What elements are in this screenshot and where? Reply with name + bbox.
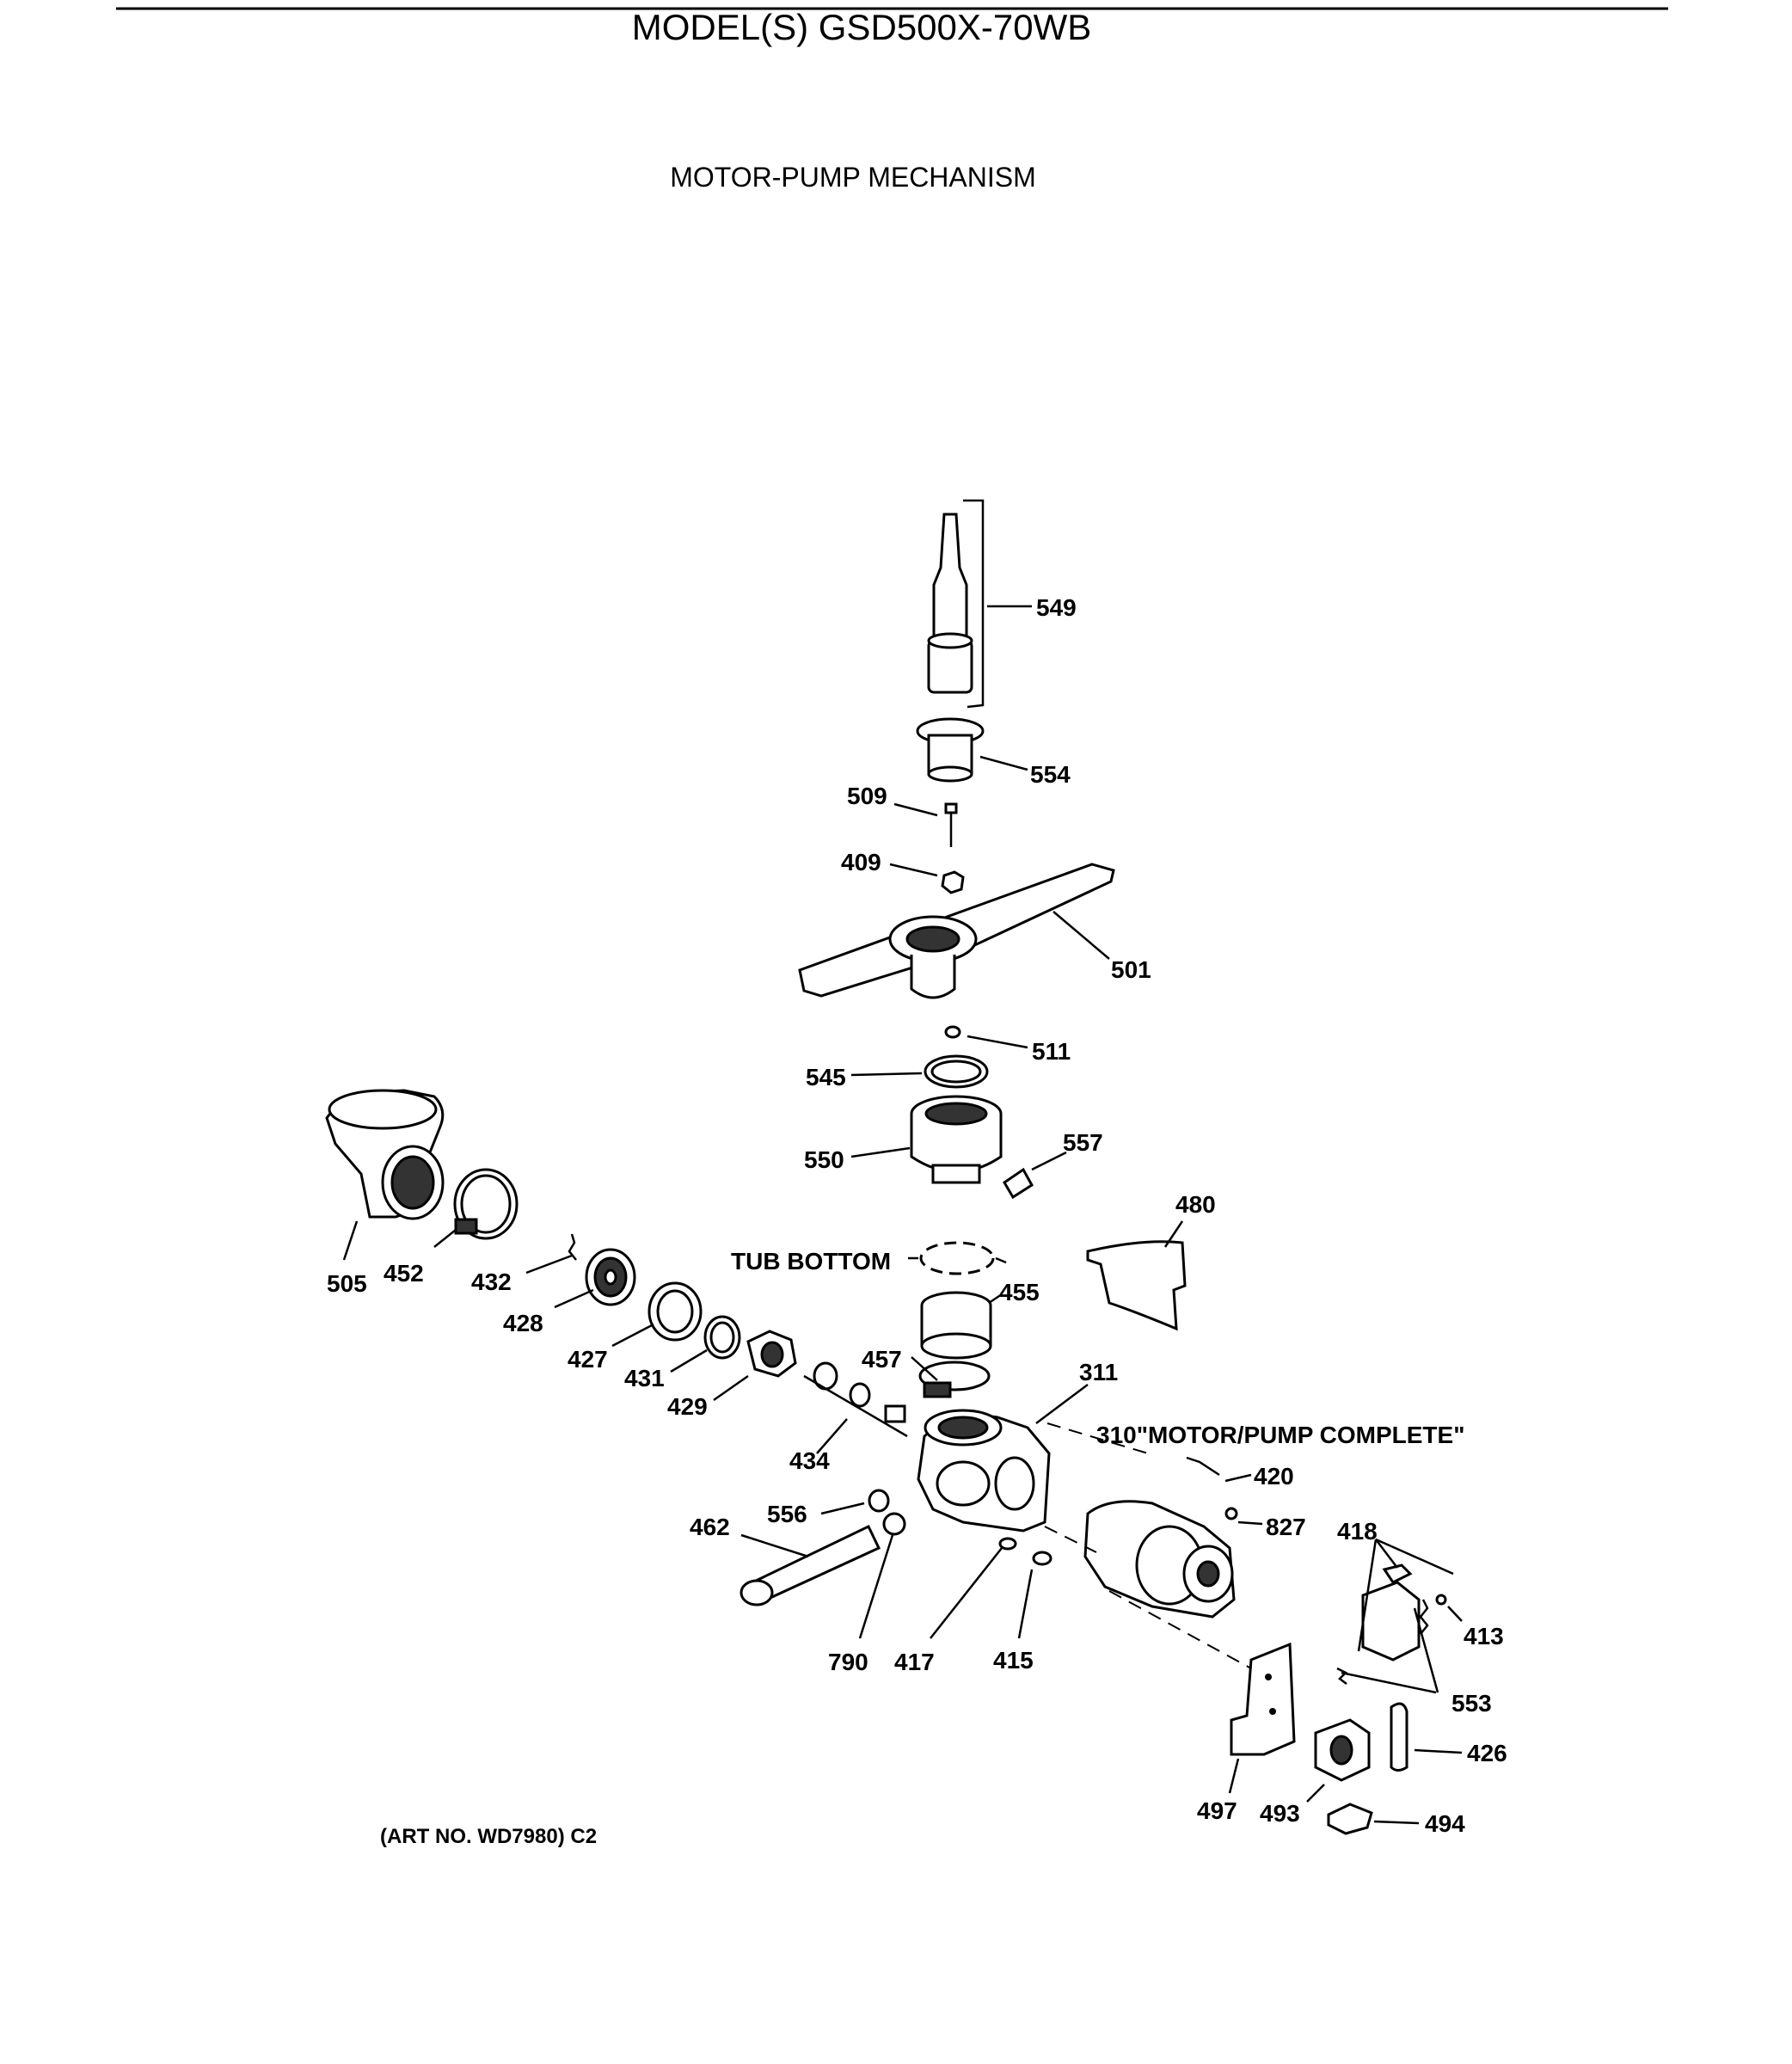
part-545-ring bbox=[850, 1054, 989, 1089]
callout-554: 554 bbox=[1030, 761, 1071, 788]
part-550-filter-housing bbox=[850, 1095, 1003, 1184]
callout-310: 310"MOTOR/PUMP COMPLETE" bbox=[1096, 1422, 1464, 1448]
callout-556: 556 bbox=[767, 1501, 807, 1527]
callout-431: 431 bbox=[624, 1365, 665, 1391]
callout-557: 557 bbox=[1063, 1129, 1103, 1156]
part-549-tube-assembly bbox=[927, 499, 1032, 709]
part-497-bracket bbox=[1228, 1642, 1296, 1794]
callout-452: 452 bbox=[384, 1260, 424, 1287]
callout-457: 457 bbox=[862, 1346, 902, 1373]
callout-311: 311 bbox=[1079, 1359, 1118, 1385]
callout-409: 409 bbox=[841, 849, 881, 875]
part-434-seal-kit bbox=[803, 1361, 908, 1454]
model-title: MODEL(S) GSD500X-70WB bbox=[631, 7, 1092, 47]
callout-434: 434 bbox=[789, 1447, 830, 1474]
part-556-fitting bbox=[820, 1489, 890, 1515]
callout-505: 505 bbox=[327, 1270, 367, 1297]
part-827-terminal bbox=[1224, 1507, 1263, 1526]
part-511-nut bbox=[944, 1025, 1028, 1049]
callout-427: 427 bbox=[568, 1346, 608, 1373]
callout-790: 790 bbox=[828, 1649, 868, 1675]
callout-827: 827 bbox=[1266, 1514, 1306, 1540]
callout-415: 415 bbox=[993, 1647, 1034, 1674]
callout-497: 497 bbox=[1197, 1797, 1237, 1824]
part-501-lower-spray-arm bbox=[798, 863, 1115, 999]
callout-501: 501 bbox=[1111, 956, 1151, 983]
part-310-motor bbox=[1044, 1422, 1252, 1669]
callout-420: 420 bbox=[1254, 1463, 1294, 1490]
part-455-gasket bbox=[920, 1291, 1003, 1360]
part-tub-bottom-ring bbox=[908, 1241, 1007, 1275]
part-493-solenoid bbox=[1306, 1718, 1371, 1803]
part-557-clip bbox=[1002, 1151, 1067, 1200]
part-417-washer bbox=[930, 1537, 1017, 1639]
part-429-impeller bbox=[713, 1330, 797, 1402]
callout-432: 432 bbox=[471, 1268, 512, 1295]
callout-labels: 549 554 509 409 501 511 545 550 557 480 … bbox=[327, 594, 1507, 1837]
callout-462: 462 bbox=[690, 1514, 730, 1540]
part-415-nut bbox=[1017, 1551, 1052, 1639]
callout-493: 493 bbox=[1260, 1800, 1300, 1827]
callout-553: 553 bbox=[1451, 1690, 1492, 1717]
callout-511: 511 bbox=[1032, 1038, 1071, 1065]
callout-429: 429 bbox=[667, 1393, 708, 1420]
part-409-nut bbox=[889, 863, 965, 894]
part-426-pin bbox=[1390, 1702, 1463, 1772]
part-420-wire bbox=[1186, 1456, 1252, 1483]
part-554-bearing bbox=[916, 717, 1028, 783]
callout-550: 550 bbox=[804, 1146, 844, 1173]
callout-418: 418 bbox=[1337, 1518, 1378, 1545]
part-480-shield bbox=[1086, 1220, 1187, 1331]
part-428-impeller bbox=[554, 1248, 636, 1309]
callout-549: 549 bbox=[1036, 594, 1077, 621]
part-457-clamp bbox=[911, 1356, 991, 1398]
part-494-plunger bbox=[1327, 1803, 1420, 1835]
part-427-plate bbox=[611, 1281, 703, 1348]
callout-tub-bottom: TUB BOTTOM bbox=[731, 1248, 891, 1275]
part-790-clamp bbox=[858, 1512, 906, 1639]
callout-426: 426 bbox=[1467, 1740, 1507, 1766]
part-418-switch-assembly bbox=[1336, 1538, 1463, 1694]
callout-509: 509 bbox=[847, 783, 887, 809]
section-title: MOTOR-PUMP MECHANISM bbox=[670, 162, 1036, 193]
art-number: (ART NO. WD7980) C2 bbox=[380, 1825, 598, 1848]
part-432-spring bbox=[525, 1233, 577, 1275]
part-311-pump-housing bbox=[917, 1384, 1089, 1533]
callout-413: 413 bbox=[1464, 1623, 1504, 1649]
part-431-ring bbox=[670, 1315, 741, 1373]
part-509-screw bbox=[893, 802, 958, 847]
part-462-drain-hose bbox=[740, 1524, 881, 1606]
callout-480: 480 bbox=[1175, 1191, 1216, 1218]
part-505-sump bbox=[325, 1089, 445, 1261]
callout-494: 494 bbox=[1425, 1810, 1465, 1837]
callout-417: 417 bbox=[894, 1649, 935, 1675]
callout-428: 428 bbox=[503, 1310, 543, 1336]
callout-545: 545 bbox=[806, 1064, 846, 1090]
part-452-clamp bbox=[433, 1168, 519, 1248]
callout-455: 455 bbox=[999, 1279, 1040, 1305]
